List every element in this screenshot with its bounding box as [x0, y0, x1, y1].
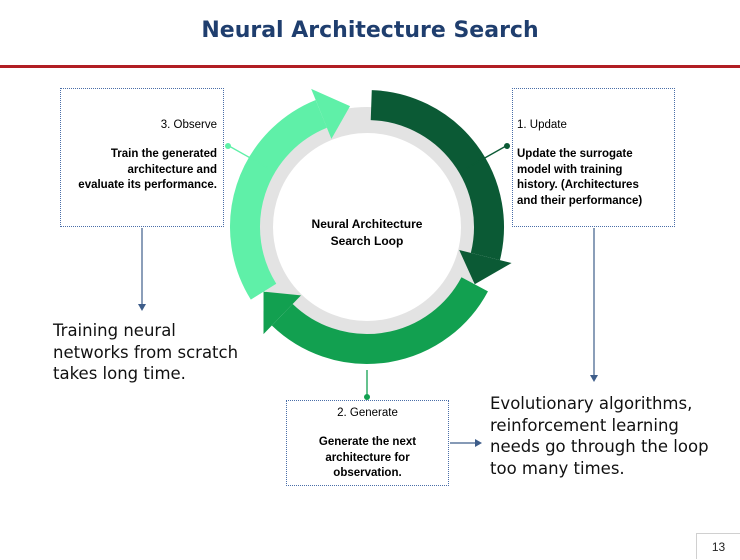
step-observe-line: architecture and — [127, 163, 217, 176]
step-update-line: Update the surrogate — [517, 148, 633, 160]
step-generate-box: 2. Generate Generate the next architectu… — [286, 400, 449, 486]
connector-observe-dot — [225, 143, 231, 149]
step-generate-line: observation. — [333, 467, 402, 479]
step-update-heading: 1. Update — [517, 119, 567, 131]
arc-update — [370, 90, 504, 261]
loop-label-line1: Neural Architecture — [311, 217, 423, 231]
connector-observe — [228, 145, 269, 169]
note-line: Training neural — [53, 321, 176, 340]
title-divider — [0, 65, 740, 68]
connector-generate-dot — [364, 394, 370, 400]
note-training-cost: Training neural networks from scratch ta… — [53, 320, 243, 385]
page-number: 13 — [696, 533, 740, 559]
step-observe-body: Train the generated architecture and eva… — [67, 147, 217, 194]
note-line: reinforcement learning — [490, 415, 679, 435]
step-generate-line: architecture for — [325, 451, 410, 464]
arrowhead-update-note — [590, 375, 598, 382]
step-observe-heading: 3. Observe — [160, 119, 217, 131]
note-line: networks from scratch — [53, 342, 239, 362]
note-line: needs go through the loop — [490, 437, 709, 456]
arrowhead-generate — [263, 291, 302, 335]
arrowhead-observe — [311, 88, 351, 139]
arrowhead-generate-note — [475, 439, 482, 447]
step-observe-line: Train the generated — [110, 148, 217, 160]
step-observe-box: 3. Observe Train the generated architect… — [60, 88, 224, 227]
arc-generate — [271, 276, 488, 364]
step-generate-body: Generate the next architecture for obser… — [293, 435, 442, 482]
step-generate-line: Generate the next — [318, 436, 417, 448]
loop-center-label: Neural Architecture Search Loop — [296, 216, 438, 250]
step-update-line: and their performance) — [517, 194, 643, 207]
step-generate-heading: 2. Generate — [337, 407, 398, 419]
step-update-line: model with training — [517, 163, 623, 176]
note-line: Evolutionary algorithms, — [490, 394, 693, 413]
arc-observe — [230, 99, 328, 300]
connector-update-dot — [504, 143, 510, 149]
loop-label-line2: Search Loop — [330, 234, 404, 248]
inner-ring — [247, 107, 487, 347]
arrowhead-update — [459, 249, 512, 285]
step-update-line: history. (Architectures — [517, 179, 639, 191]
step-update-box: 1. Update Update the surrogate model wit… — [512, 88, 675, 227]
step-observe-line: evaluate its performance. — [78, 179, 217, 191]
arrowhead-observe-note — [138, 304, 146, 311]
page-title: Neural Architecture Search — [201, 18, 539, 43]
note-line: takes long time. — [53, 364, 186, 383]
note-line: too many times. — [490, 458, 625, 478]
note-loop-iterations: Evolutionary algorithms, reinforcement l… — [490, 393, 720, 479]
step-update-body: Update the surrogate model with training… — [517, 147, 668, 209]
connector-update — [466, 145, 507, 169]
